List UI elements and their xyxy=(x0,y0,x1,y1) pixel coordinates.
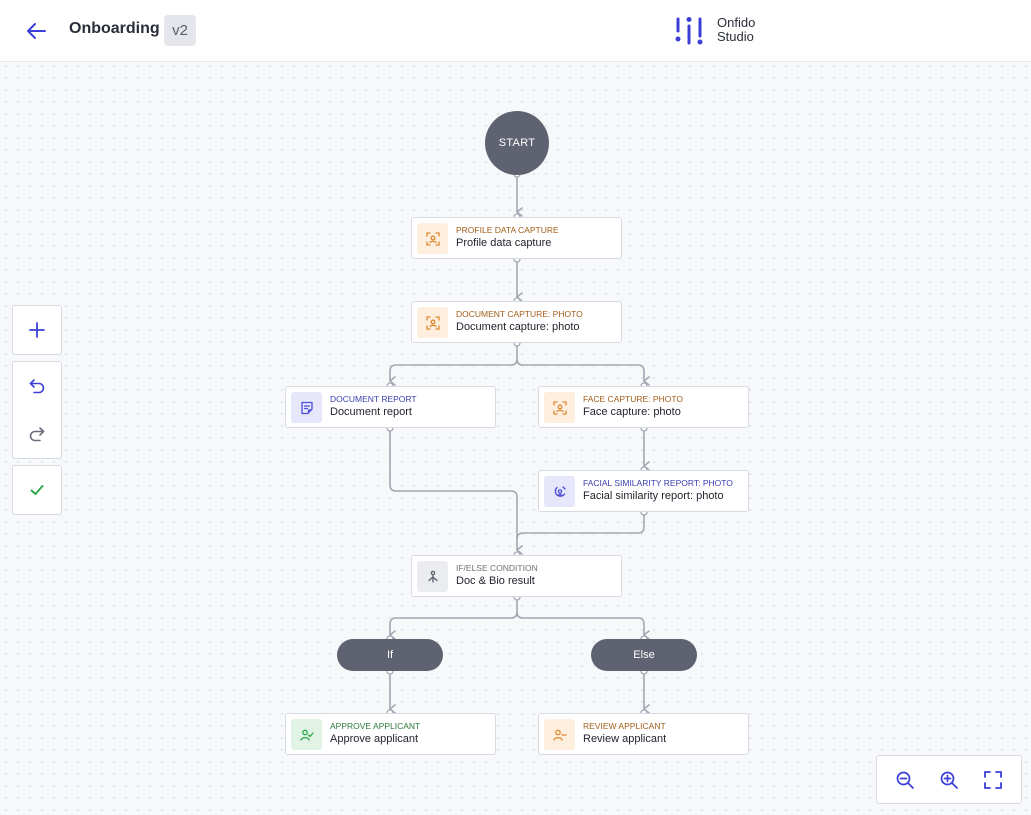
undo-button[interactable] xyxy=(13,362,61,410)
redo-icon xyxy=(29,427,45,442)
node-category: If/else condition xyxy=(456,563,538,573)
edge-condition-if xyxy=(389,597,518,640)
node-if-else-condition[interactable]: If/else condition Doc & Bio result xyxy=(411,555,622,597)
undo-icon xyxy=(29,379,45,394)
node-label: Approve applicant xyxy=(330,733,419,745)
branch-if[interactable]: If xyxy=(337,639,443,671)
node-label: Doc & Bio result xyxy=(456,575,535,587)
face-scan-icon xyxy=(417,307,448,338)
user-minus-icon xyxy=(544,719,575,750)
edge-condition-else xyxy=(516,611,650,640)
add-toolbar xyxy=(12,305,62,355)
zoom-in-button[interactable] xyxy=(934,765,964,795)
fullscreen-icon xyxy=(984,770,1002,789)
brand-name-line2: Studio xyxy=(717,29,754,44)
node-approve-applicant[interactable]: Approve applicant Approve applicant xyxy=(285,713,496,755)
edge-doccapture-docreport xyxy=(389,343,518,386)
check-icon xyxy=(30,485,44,495)
history-toolbar xyxy=(12,361,62,459)
start-node[interactable]: START xyxy=(485,111,549,175)
zoom-out-button[interactable] xyxy=(890,765,920,795)
brand-name-line1: Onfido xyxy=(717,15,756,30)
node-category: Facial similarity report: photo xyxy=(583,478,733,488)
document-report-icon xyxy=(291,392,322,423)
branch-icon xyxy=(417,561,448,592)
version-badge: v2 xyxy=(164,15,196,46)
arrow-left-icon xyxy=(27,23,46,39)
flow-title: Onboarding xyxy=(69,20,160,37)
node-category: Face capture: photo xyxy=(583,394,683,404)
redo-button[interactable] xyxy=(13,410,61,458)
edge-similarity-condition xyxy=(516,512,645,540)
zoom-in-icon xyxy=(940,771,958,789)
node-label: Document report xyxy=(330,406,412,418)
node-category: Document report xyxy=(330,394,417,404)
node-label: Face capture: photo xyxy=(583,406,681,418)
onfido-logo-icon xyxy=(674,16,704,46)
brand-name: Onfido Studio xyxy=(717,16,755,44)
zoom-controls xyxy=(876,755,1022,804)
edge-doccapture-facecapture xyxy=(516,358,650,386)
zoom-out-icon xyxy=(896,771,914,789)
node-document-report[interactable]: Document report Document report xyxy=(285,386,496,428)
face-scan-icon xyxy=(544,392,575,423)
node-facial-similarity-report[interactable]: Facial similarity report: photo Facial s… xyxy=(538,470,749,512)
branch-else[interactable]: Else xyxy=(591,639,697,671)
node-category: Profile data capture xyxy=(456,225,559,235)
add-node-button[interactable] xyxy=(13,306,61,354)
node-profile-data-capture[interactable]: Profile data capture Profile data captur… xyxy=(411,217,622,259)
face-similarity-icon xyxy=(544,476,575,507)
node-label: Profile data capture xyxy=(456,237,552,249)
node-category: Approve applicant xyxy=(330,721,421,731)
node-label: Review applicant xyxy=(583,733,667,745)
node-category: Review applicant xyxy=(583,721,666,731)
top-bar: Onboarding v2 Onfido Studio xyxy=(0,0,1031,62)
user-check-icon xyxy=(291,719,322,750)
node-category: Document capture: photo xyxy=(456,309,583,319)
node-label: Document capture: photo xyxy=(456,321,580,333)
back-button[interactable] xyxy=(24,19,50,43)
edge-docreport-condition xyxy=(389,428,523,555)
validate-button[interactable] xyxy=(13,466,61,514)
node-face-capture-photo[interactable]: Face capture: photo Face capture: photo xyxy=(538,386,749,428)
fullscreen-button[interactable] xyxy=(978,765,1008,795)
node-label: Facial similarity report: photo xyxy=(583,490,724,502)
node-review-applicant[interactable]: Review applicant Review applicant xyxy=(538,713,749,755)
plus-icon xyxy=(29,322,45,338)
node-document-capture-photo[interactable]: Document capture: photo Document capture… xyxy=(411,301,622,343)
face-scan-icon xyxy=(417,223,448,254)
validate-toolbar xyxy=(12,465,62,515)
